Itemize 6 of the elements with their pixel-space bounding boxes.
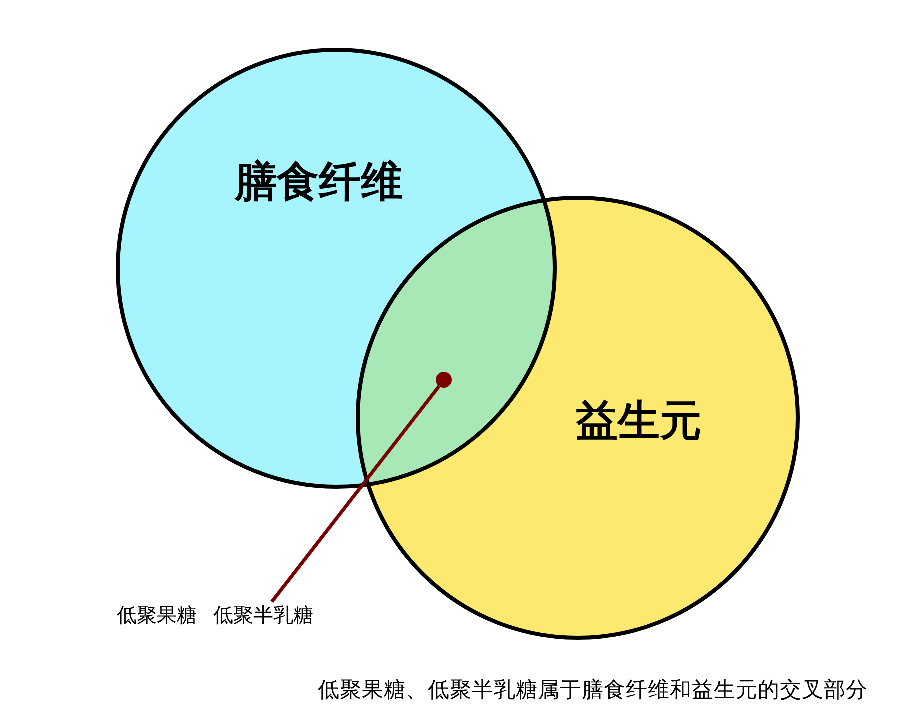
set-label: 益生元 <box>576 398 702 444</box>
dot-icon <box>436 372 452 388</box>
set-label: 膳食纤维 <box>235 158 403 206</box>
callout-text: 低聚果糖 低聚半乳糖 <box>117 602 314 628</box>
leader-line <box>270 385 441 604</box>
caption-text: 低聚果糖、低聚半乳糖属于膳食纤维和益生元的交叉部分 <box>318 678 868 705</box>
